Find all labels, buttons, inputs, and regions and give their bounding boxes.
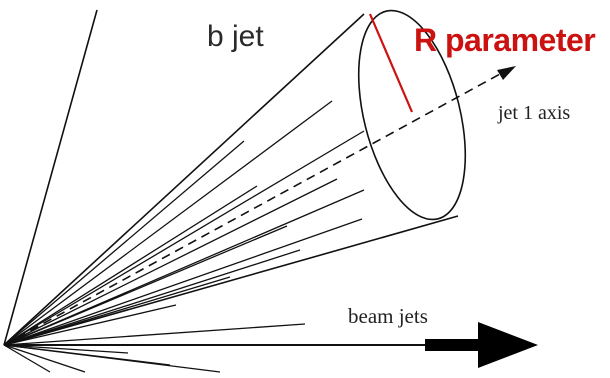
beam-arrowhead <box>478 322 538 368</box>
cone-tracks <box>3 100 365 346</box>
beam-track <box>3 304 177 346</box>
beam-track <box>3 344 129 354</box>
cone-track <box>3 276 231 346</box>
cone-lower-edge <box>3 215 459 346</box>
cone-opening-ellipse <box>357 9 467 221</box>
r-parameter-line <box>368 13 414 113</box>
cone-track <box>3 140 245 346</box>
beam-arrow-shaft <box>425 339 483 351</box>
jet-axis-label: jet 1 axis <box>498 102 571 124</box>
jet-axis-arrowhead <box>497 66 516 80</box>
r-parameter-label: R parameter <box>414 22 596 58</box>
beam-track <box>3 323 306 346</box>
cone-track <box>3 100 333 346</box>
cone-track <box>3 225 288 346</box>
cone-track <box>3 249 301 346</box>
cone-track <box>3 130 365 346</box>
beam-track <box>3 344 51 373</box>
b-jet-label: b jet <box>207 20 264 53</box>
jet-axis-line <box>3 73 501 346</box>
beam-tracks <box>3 304 306 373</box>
beam-track <box>3 344 86 373</box>
cone-upper-edge <box>3 13 365 346</box>
beam-track <box>3 344 221 373</box>
beam-jets-label: beam jets <box>348 304 428 328</box>
cone-track <box>3 178 338 346</box>
cone-track <box>3 185 258 346</box>
cone-track <box>3 218 363 346</box>
upward-track <box>3 9 98 346</box>
